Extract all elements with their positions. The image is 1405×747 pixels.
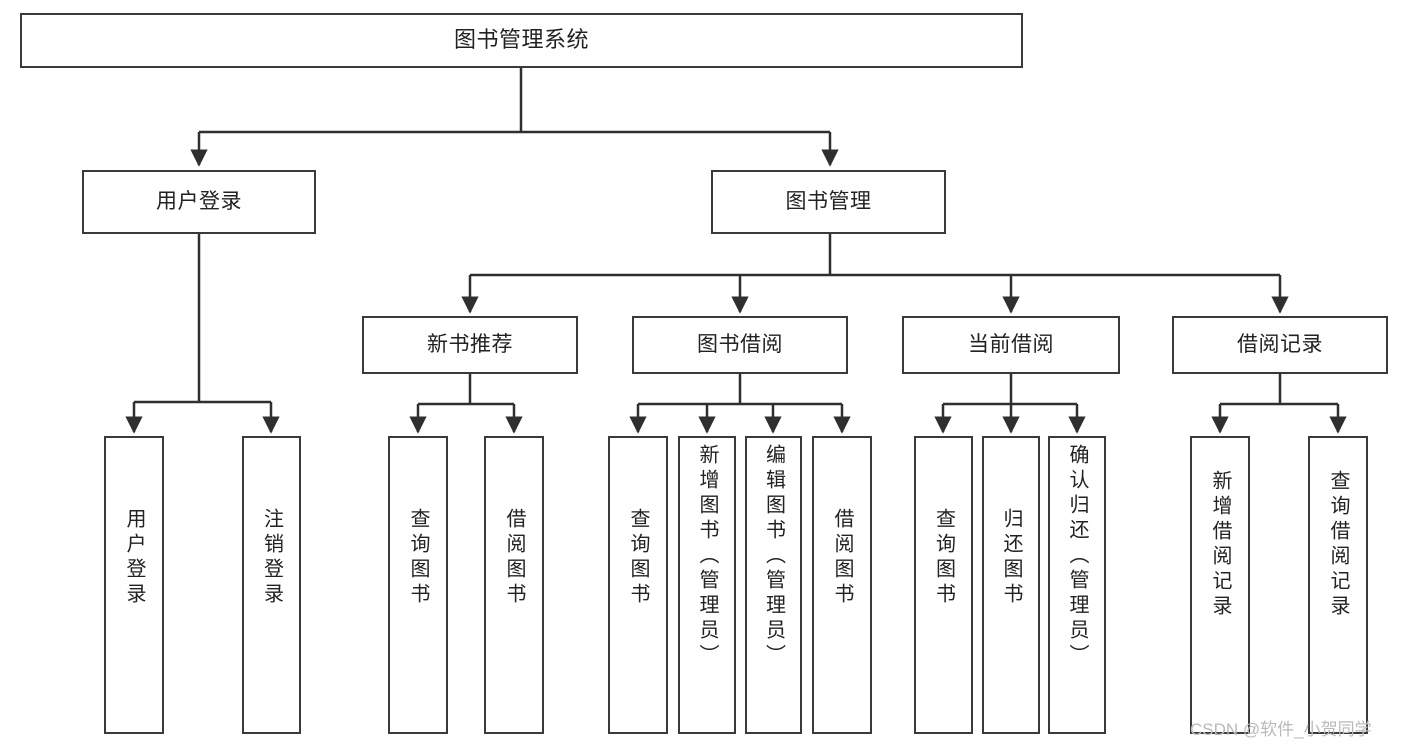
node-root-system[interactable]: 图书管理系统 xyxy=(20,13,1023,68)
node-label: 用户登录 xyxy=(123,508,145,608)
node-label: 注销登录 xyxy=(260,508,283,608)
leaf-user-login[interactable]: 用户登录 xyxy=(104,436,164,734)
node-label: 当前借阅 xyxy=(968,333,1054,357)
leaf-borrow-book-recommend[interactable]: 借阅图书 xyxy=(484,436,544,734)
node-label: 查询图书 xyxy=(932,508,955,608)
node-book-management[interactable]: 图书管理 xyxy=(711,170,946,234)
node-label: 图书借阅 xyxy=(697,333,783,357)
node-label: 新增借阅记录 xyxy=(1209,470,1231,620)
node-label: 用户登录 xyxy=(156,190,242,214)
leaf-confirm-return[interactable]: 确认归还（管理员） xyxy=(1048,436,1106,734)
leaf-return-book[interactable]: 归还图书 xyxy=(982,436,1040,734)
node-label: 新书推荐 xyxy=(427,333,513,357)
leaf-add-borrow-record[interactable]: 新增借阅记录 xyxy=(1190,436,1250,734)
node-label: 查询图书 xyxy=(407,508,429,608)
leaf-query-book-recommend[interactable]: 查询图书 xyxy=(388,436,448,734)
leaf-logout-login[interactable]: 注销登录 xyxy=(242,436,301,734)
node-current-borrow[interactable]: 当前借阅 xyxy=(902,316,1120,374)
csdn-watermark: CSDN @软件_小贺同学 xyxy=(1190,720,1372,739)
node-label: 确认归还（管理员） xyxy=(1066,444,1088,669)
node-label: 查询借阅记录 xyxy=(1327,470,1349,620)
leaf-add-book[interactable]: 新增图书（管理员） xyxy=(678,436,736,734)
node-label: 借阅记录 xyxy=(1237,333,1323,357)
leaf-borrow-book-borrow[interactable]: 借阅图书 xyxy=(812,436,872,734)
node-label: 查询图书 xyxy=(627,508,649,608)
leaf-query-borrow-record[interactable]: 查询借阅记录 xyxy=(1308,436,1368,734)
node-label: 借阅图书 xyxy=(831,508,853,608)
node-label: 图书管理系统 xyxy=(453,27,589,53)
node-label: 借阅图书 xyxy=(503,508,525,608)
node-label: 归还图书 xyxy=(1000,508,1022,608)
node-book-borrow[interactable]: 图书借阅 xyxy=(632,316,848,374)
leaf-query-book-borrow[interactable]: 查询图书 xyxy=(608,436,668,734)
node-label: 新增图书（管理员） xyxy=(696,444,718,669)
node-user-login[interactable]: 用户登录 xyxy=(82,170,316,234)
node-borrow-record[interactable]: 借阅记录 xyxy=(1172,316,1388,374)
leaf-edit-book[interactable]: 编辑图书（管理员） xyxy=(745,436,802,734)
node-label: 编辑图书（管理员） xyxy=(762,444,785,669)
leaf-query-book-current[interactable]: 查询图书 xyxy=(914,436,973,734)
node-label: 图书管理 xyxy=(785,190,872,214)
node-new-book-recommend[interactable]: 新书推荐 xyxy=(362,316,578,374)
